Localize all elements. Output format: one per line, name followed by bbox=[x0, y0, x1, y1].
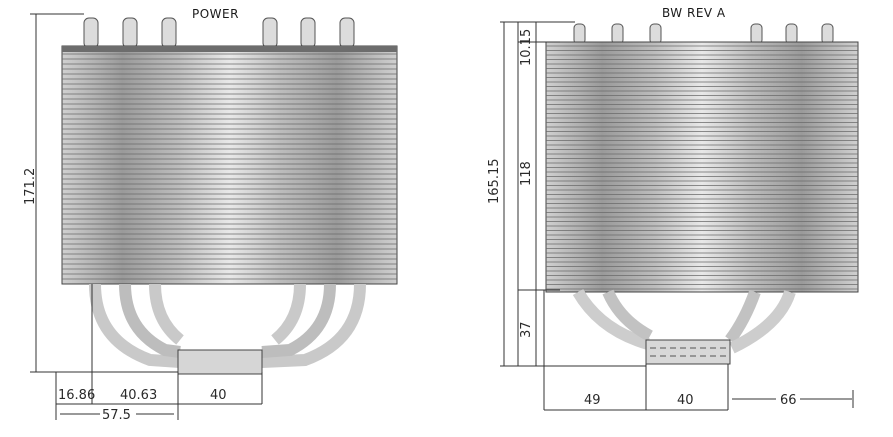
left-height-dim: 171.2 bbox=[23, 168, 38, 205]
left-pipe-span-dim: 40.63 bbox=[120, 388, 157, 403]
right-offset-dim: 49 bbox=[584, 393, 601, 408]
right-total-height-dim: 165.15 bbox=[487, 159, 502, 205]
left-top-plate bbox=[62, 46, 397, 52]
left-heatsink: POWER bbox=[23, 7, 398, 423]
left-heatpipes bbox=[89, 283, 366, 368]
right-base-width-dim: 40 bbox=[677, 393, 694, 408]
right-heatpipe-tips bbox=[573, 23, 834, 45]
left-base-width-dim: 40 bbox=[210, 388, 227, 403]
left-dimension-lines bbox=[30, 13, 263, 420]
right-fin-stack bbox=[545, 41, 859, 293]
right-heatsink: BW REV A bbox=[487, 6, 859, 411]
right-title: BW REV A bbox=[662, 6, 726, 20]
right-overhang-dim: 66 bbox=[780, 393, 797, 408]
right-fin-height-dim: 118 bbox=[519, 161, 534, 186]
left-base-plate bbox=[177, 349, 263, 375]
right-dimension-lines bbox=[500, 21, 854, 411]
left-fin-lines bbox=[62, 53, 397, 280]
left-total-dim: 57.5 bbox=[102, 408, 131, 423]
left-heatpipe-tips bbox=[83, 17, 355, 49]
right-heatpipes bbox=[572, 288, 796, 354]
right-base-height-dim: 37 bbox=[519, 321, 534, 338]
right-base-plate bbox=[645, 339, 731, 365]
right-base-dashes bbox=[650, 347, 726, 357]
left-offset-dim: 16.86 bbox=[58, 388, 95, 403]
right-fin-lines bbox=[546, 45, 858, 290]
left-fin-stack bbox=[61, 45, 398, 285]
left-title: POWER bbox=[192, 7, 239, 21]
right-top-dim: 10.15 bbox=[519, 29, 534, 66]
